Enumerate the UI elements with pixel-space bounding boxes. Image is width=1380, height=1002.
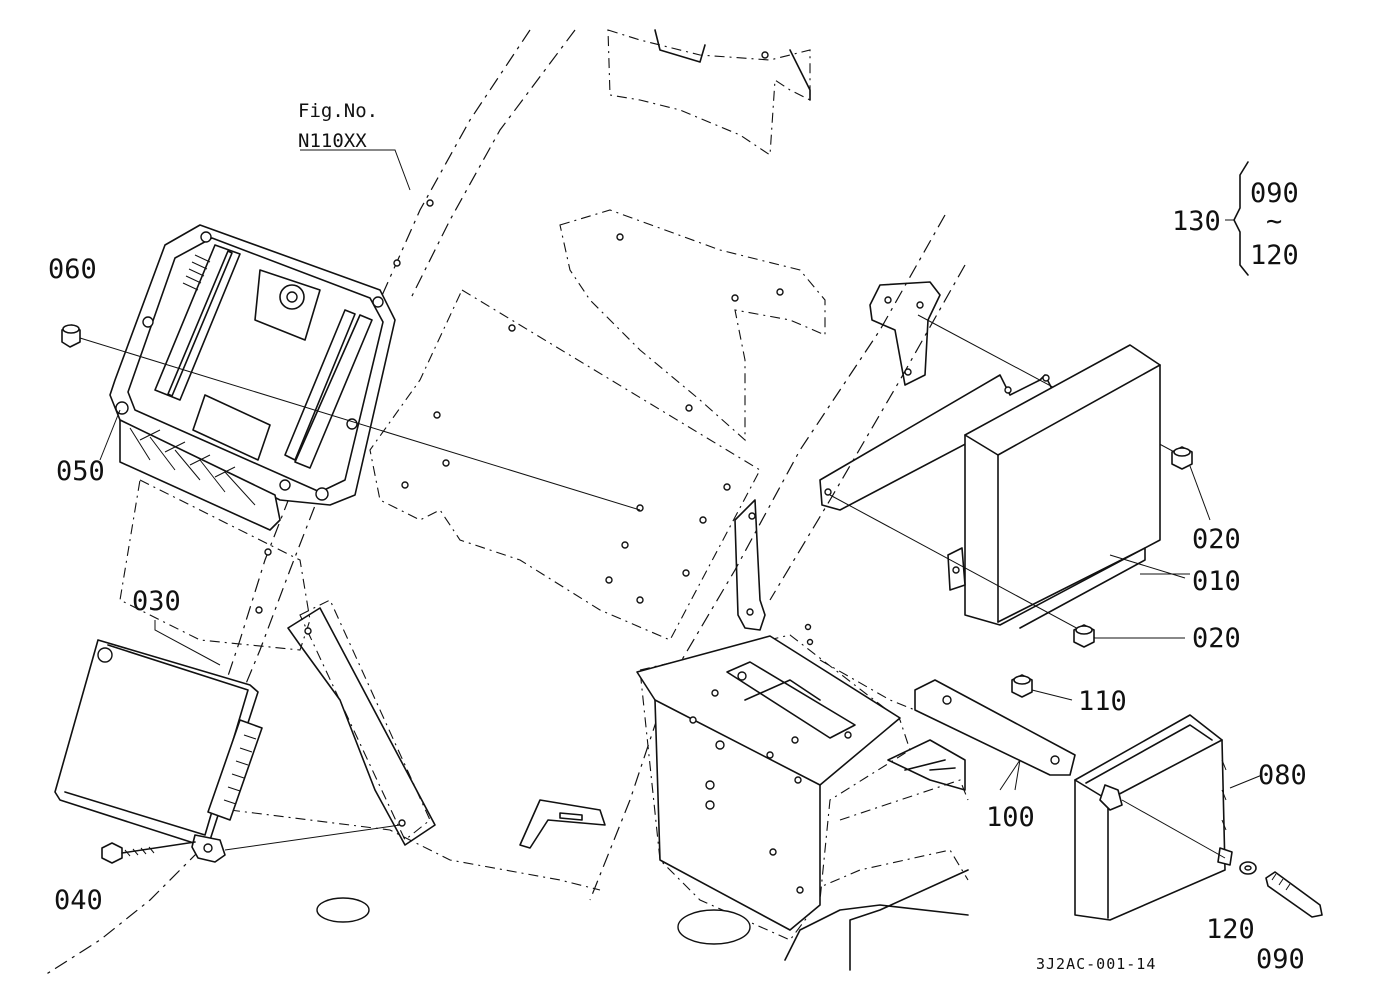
washer-120 (1239, 861, 1257, 875)
callout-030: 030 (132, 586, 181, 617)
bracket-100 (914, 679, 1076, 791)
fig-no-value: N110XX (298, 130, 367, 152)
bolt-060 (61, 324, 641, 511)
range-bracket-symbol (1233, 161, 1249, 276)
bolt-110 (1011, 674, 1073, 701)
callout-130: 130 (1172, 206, 1221, 237)
small-lower-bracket (519, 799, 606, 849)
control-unit-010 (829, 344, 1186, 639)
fig-no-label: Fig.No. (298, 100, 379, 122)
callout-090: 090 (1256, 944, 1305, 975)
callout-060: 060 (48, 254, 97, 285)
drawing-code: 3J2AC-001-14 (1036, 955, 1157, 973)
bolt-090 (1265, 871, 1323, 918)
vertical-mount-plate (287, 607, 436, 846)
bolt-020-upper (1171, 446, 1211, 521)
callout-120: 120 (1206, 914, 1255, 945)
callout-020-upper: 020 (1192, 524, 1241, 555)
frame-holes (255, 51, 814, 945)
control-module-080 (1074, 714, 1263, 921)
controller-030 (54, 639, 401, 863)
bolt-040 (101, 841, 196, 864)
callout-090-range-start: 090 (1250, 178, 1299, 209)
engine-ecu-050 (109, 224, 396, 531)
bolt-020-lower (1073, 624, 1185, 648)
center-mount-box (636, 635, 969, 971)
callout-080: 080 (1258, 760, 1307, 791)
callout-120-range-end: 120 (1250, 240, 1299, 271)
callout-010: 010 (1192, 566, 1241, 597)
callout-040: 040 (54, 885, 103, 916)
callout-leaders (99, 149, 1235, 791)
vertical-strap-bracket (734, 499, 766, 631)
range-tilde: ~ (1266, 206, 1283, 237)
callout-020-lower: 020 (1192, 623, 1241, 654)
callout-110: 110 (1078, 686, 1127, 717)
top-tunnel-bracket (654, 29, 811, 101)
callout-100: 100 (986, 802, 1035, 833)
callout-050: 050 (56, 456, 105, 487)
